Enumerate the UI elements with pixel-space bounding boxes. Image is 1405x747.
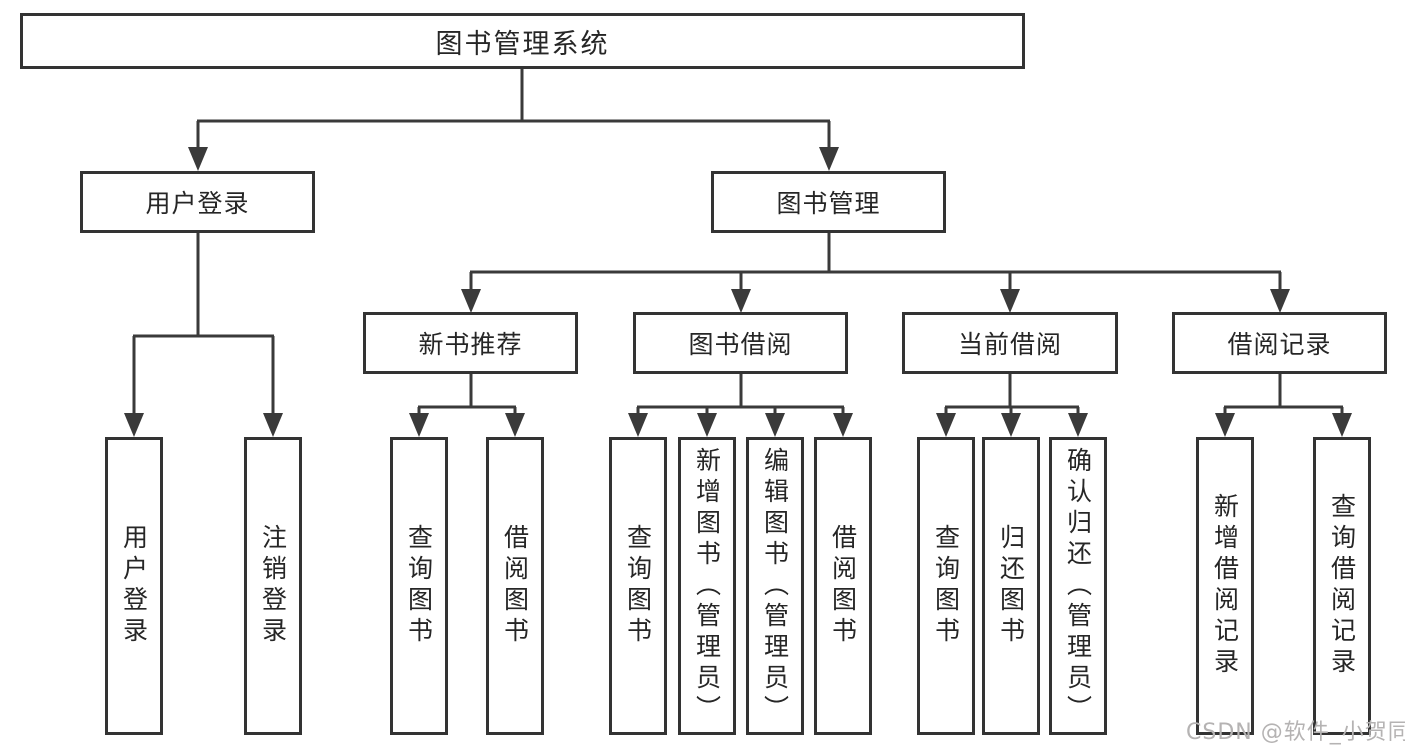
leaf-return-book: 归还图书 <box>982 437 1040 735</box>
leaf-borrow-books: 借阅图书 <box>814 437 872 735</box>
node-borrowing-records: 借阅记录 <box>1172 312 1387 374</box>
arrowheads <box>124 147 1352 437</box>
leaf-query-borrow-record: 查询借阅记录 <box>1313 437 1371 735</box>
node-library-management-system: 图书管理系统 <box>20 13 1025 69</box>
leaf-add-borrow-record: 新增借阅记录 <box>1196 437 1254 735</box>
node-current-borrowing: 当前借阅 <box>902 312 1118 374</box>
csdn-watermark: CSDN @软件_小贺同学 <box>1186 720 1405 745</box>
leaf-query-books-recommend: 查询图书 <box>390 437 448 735</box>
leaf-query-books-borrow: 查询图书 <box>609 437 667 735</box>
node-user-login: 用户登录 <box>80 171 315 233</box>
leaf-edit-book-admin: 编辑图书（管理员） <box>746 437 804 735</box>
leaf-borrow-books-recommend: 借阅图书 <box>486 437 544 735</box>
node-book-borrowing: 图书借阅 <box>633 312 848 374</box>
leaf-user-login: 用户登录 <box>105 437 163 735</box>
node-book-management: 图书管理 <box>711 171 946 233</box>
leaf-query-books-current: 查询图书 <box>917 437 975 735</box>
node-new-book-recommend: 新书推荐 <box>363 312 578 374</box>
leaf-add-book-admin: 新增图书（管理员） <box>678 437 736 735</box>
leaf-confirm-return-admin: 确认归还（管理员） <box>1049 437 1107 735</box>
leaf-logout: 注销登录 <box>244 437 302 735</box>
